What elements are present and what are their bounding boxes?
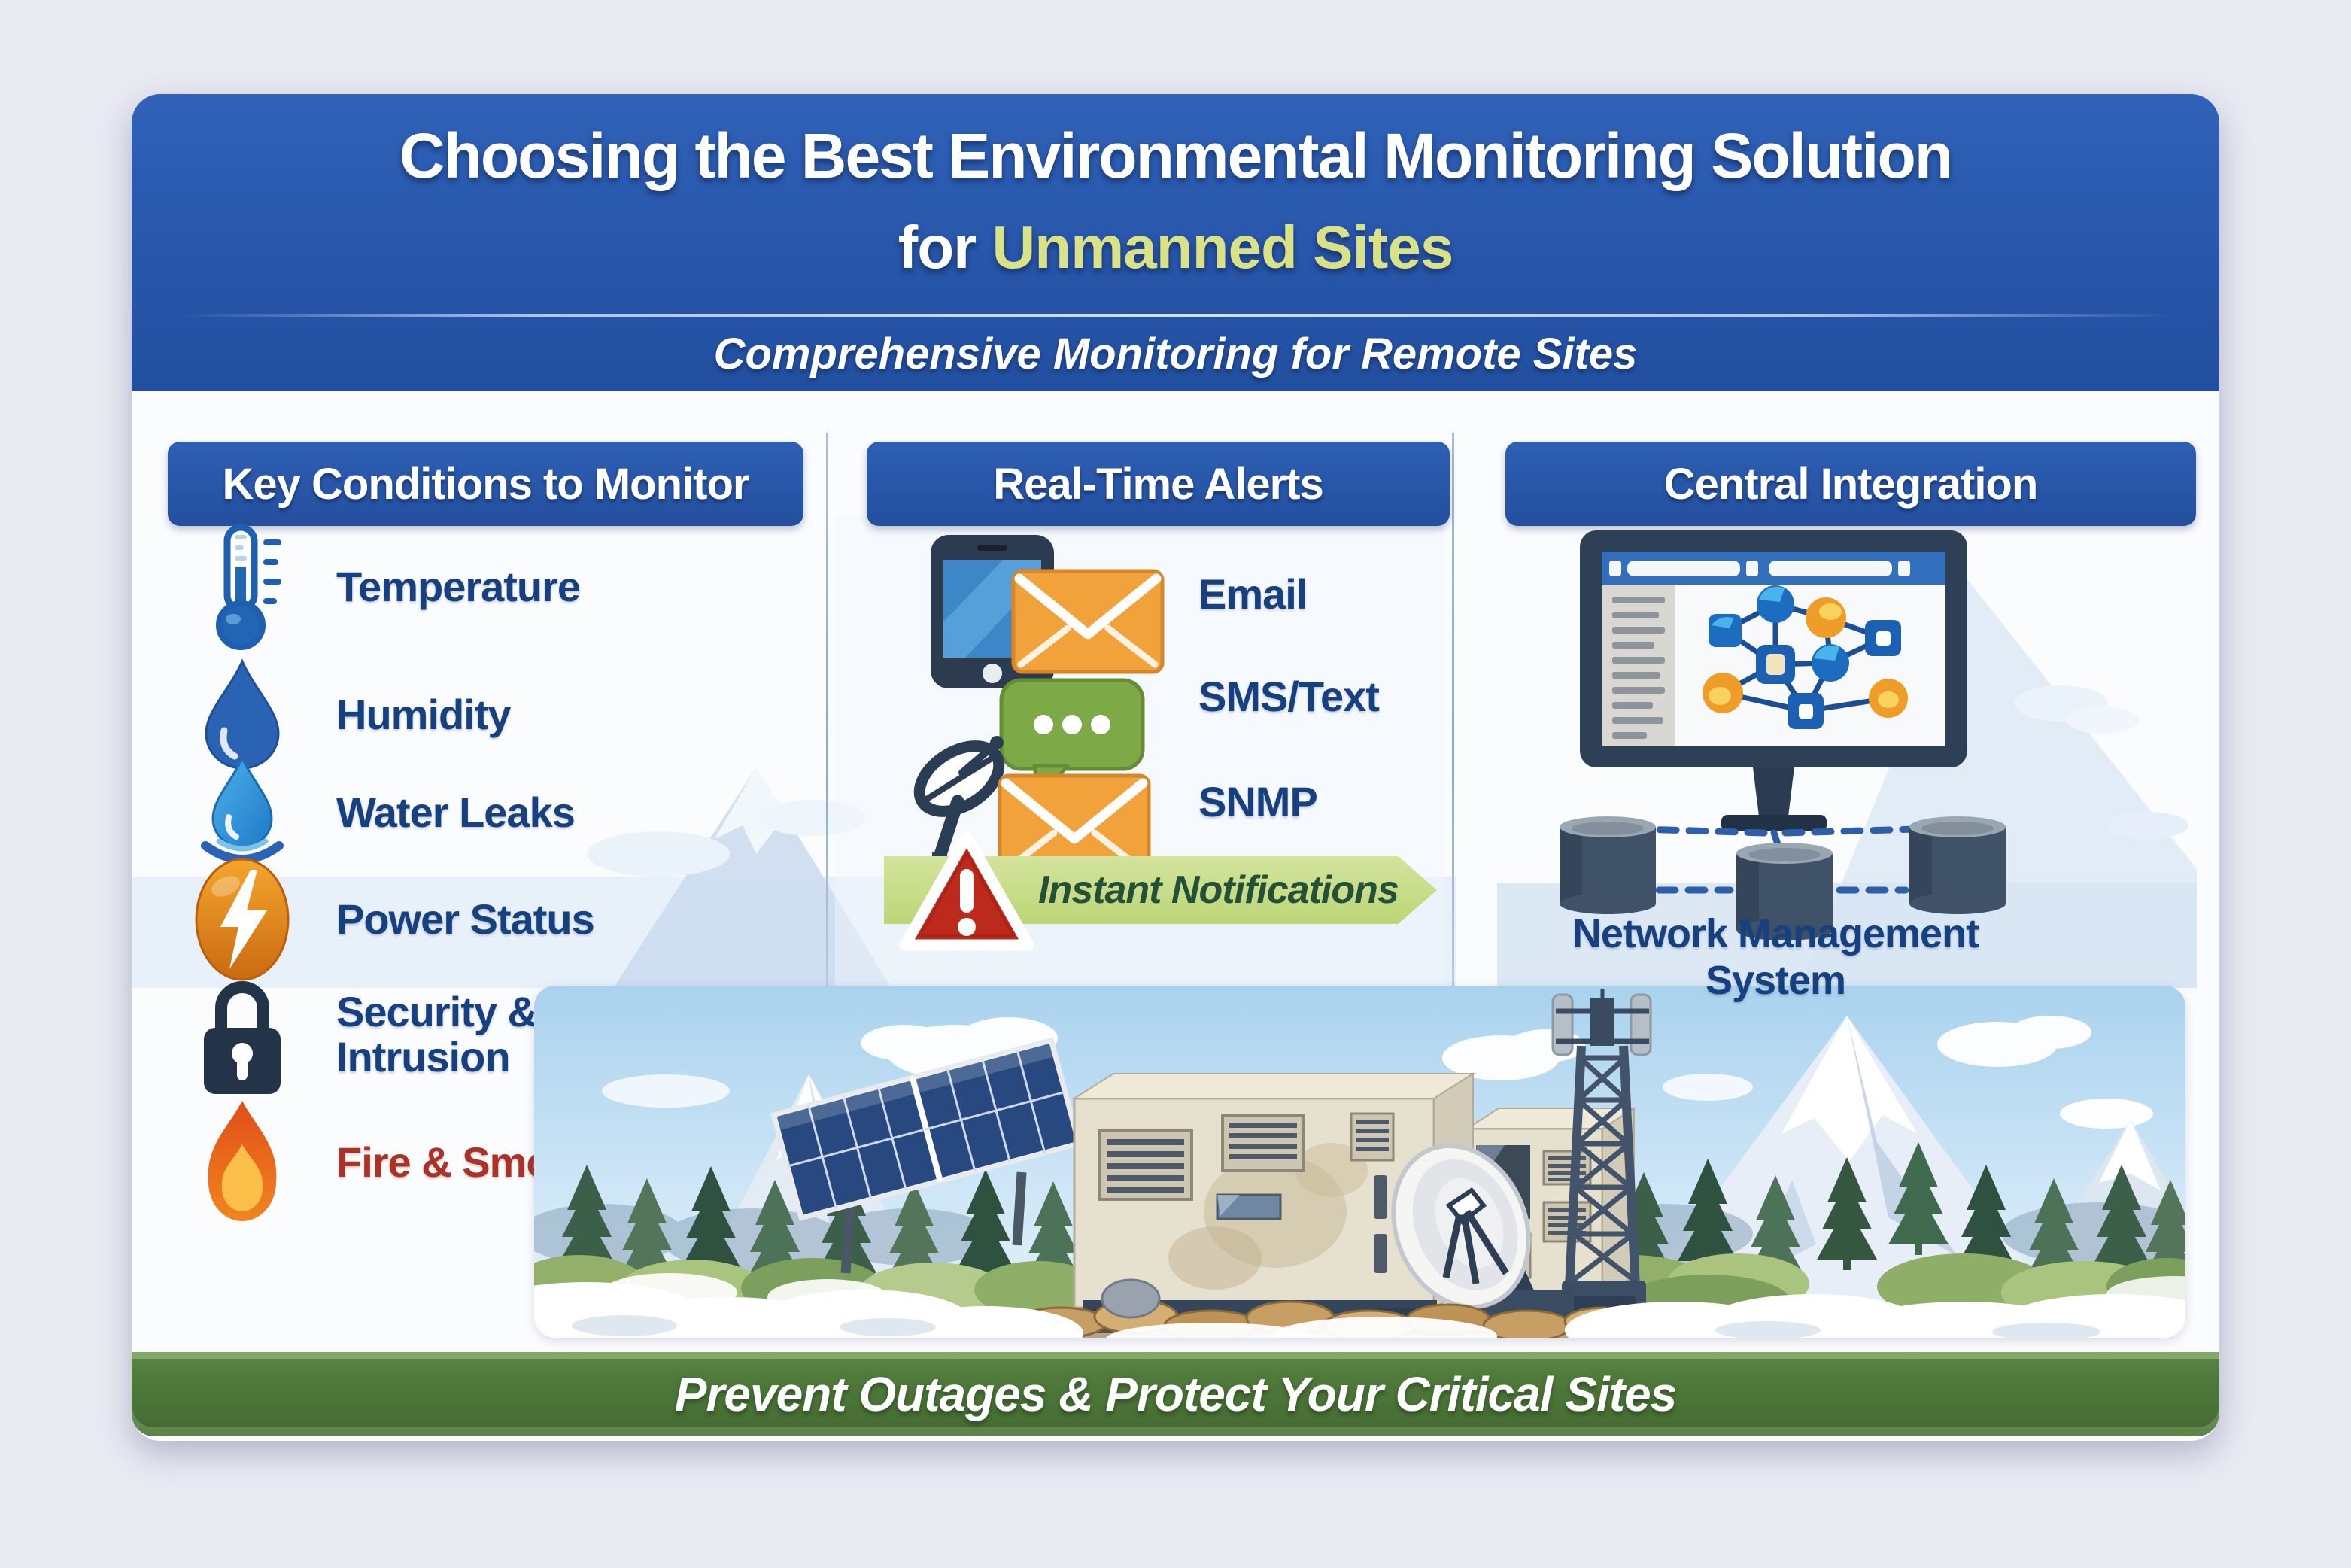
alert-label-sms: SMS/Text bbox=[1198, 673, 1380, 720]
alert-label-snmp: SNMP bbox=[1198, 778, 1318, 825]
condition-item-fire-smoke: Fire & Smoke bbox=[178, 1095, 597, 1230]
instant-notifications-label: Instant Notifications bbox=[1038, 868, 1399, 912]
header-divider bbox=[177, 314, 2174, 317]
nms-caption: Network Management System bbox=[1572, 911, 1979, 1003]
conditions-title: Key Conditions to Monitor bbox=[222, 459, 750, 509]
condition-label: Humidity bbox=[336, 690, 512, 738]
snmp-envelope-icon bbox=[997, 771, 1152, 885]
condition-label: Water Leaks bbox=[336, 788, 576, 836]
condition-item-security-intrusion: Security & Intrusion bbox=[178, 967, 667, 1102]
padlock-icon bbox=[178, 971, 306, 1099]
column-divider-1 bbox=[826, 433, 828, 988]
condition-item-humidity: Humidity bbox=[178, 647, 512, 782]
alert-label-email: Email bbox=[1198, 570, 1308, 618]
flame-icon bbox=[178, 1098, 306, 1227]
email-envelope-icon bbox=[1010, 567, 1165, 680]
integration-title: Central Integration bbox=[1663, 459, 2039, 509]
database-cylinders bbox=[1560, 816, 2006, 940]
solar-panel-array bbox=[770, 1037, 1083, 1274]
nms-monitor-illustration bbox=[1546, 529, 2020, 954]
title-highlight: Unmanned Sites bbox=[992, 214, 1454, 281]
network-nodes bbox=[1703, 585, 1908, 729]
column-divider-2 bbox=[1452, 433, 1454, 988]
condition-label: Security & Intrusion bbox=[336, 987, 538, 1080]
condition-item-water-leaks: Water Leaks bbox=[178, 745, 576, 880]
infographic-card: Choosing the Best Environmental Monitori… bbox=[132, 94, 2219, 1441]
footer-label: Prevent Outages & Protect Your Critical … bbox=[674, 1367, 1677, 1421]
alerts-column-header: Real-Time Alerts bbox=[867, 442, 1450, 526]
condition-label: Power Status bbox=[336, 895, 595, 943]
monitor bbox=[1580, 530, 1967, 831]
footer-banner: Prevent Outages & Protect Your Critical … bbox=[132, 1352, 2219, 1436]
conditions-column-header: Key Conditions to Monitor bbox=[168, 442, 803, 526]
condition-item-power-status: Power Status bbox=[178, 852, 595, 987]
page-title-line2: for Unmanned Sites bbox=[132, 213, 2219, 282]
header-band: Choosing the Best Environmental Monitori… bbox=[132, 94, 2219, 391]
condition-label: Temperature bbox=[336, 562, 581, 610]
title-prefix: for bbox=[898, 214, 977, 281]
condition-item-temperature: Temperature bbox=[178, 519, 581, 655]
power-bolt-icon bbox=[178, 855, 306, 984]
subtitle: Comprehensive Monitoring for Remote Site… bbox=[713, 330, 1638, 378]
warning-triangle-icon bbox=[899, 828, 1034, 958]
alerts-title: Real-Time Alerts bbox=[993, 459, 1324, 509]
site-illustration bbox=[534, 986, 2185, 1338]
thermometer-icon bbox=[178, 523, 306, 651]
integration-column-header: Central Integration bbox=[1505, 442, 2196, 526]
page-title: Choosing the Best Environmental Monitori… bbox=[399, 120, 1953, 191]
snow-shadows bbox=[572, 1315, 2100, 1338]
equipment-shelters bbox=[1071, 1072, 1637, 1333]
